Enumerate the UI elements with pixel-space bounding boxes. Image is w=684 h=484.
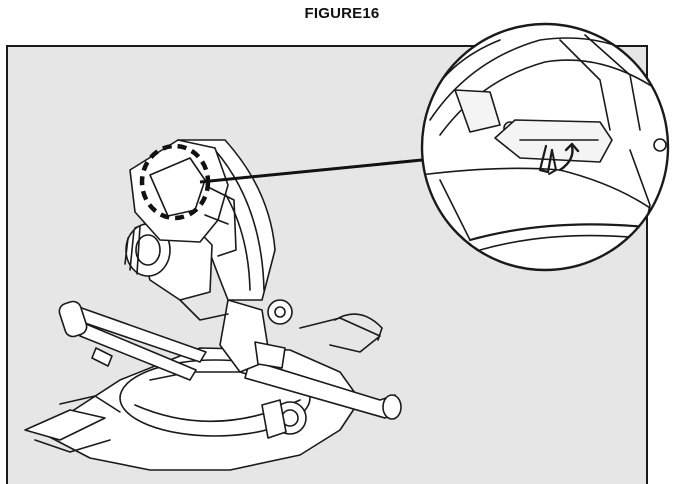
table-extension-left: [24, 409, 106, 441]
leader-line: [199, 158, 423, 184]
rail-end-cap: [58, 300, 88, 338]
lock-lever: [538, 144, 554, 174]
magnified-detail: [420, 22, 670, 272]
figure-title: FIGURE16: [304, 5, 380, 22]
miter-saw: [24, 139, 402, 471]
rotate-arrow: [558, 144, 574, 172]
handle-loop: [334, 313, 383, 341]
